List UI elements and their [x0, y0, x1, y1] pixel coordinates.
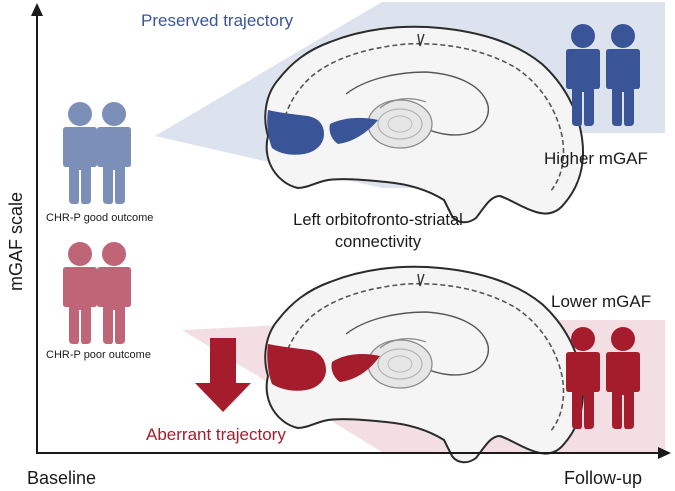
x-axis-start-label: Baseline [27, 468, 96, 488]
higher-mgaf-label: Higher mGAF [544, 149, 648, 168]
down-arrow-icon [195, 338, 251, 412]
brain-caption-line2: connectivity [335, 233, 422, 251]
good-outcome-people-icon [63, 102, 131, 204]
x-axis-end-label: Follow-up [564, 468, 642, 488]
lower-mgaf-label: Lower mGAF [551, 292, 651, 311]
y-axis-label: mGAF scale [6, 192, 26, 291]
striatum-region-top [329, 117, 378, 144]
preserved-trajectory-label: Preserved trajectory [141, 11, 294, 30]
aberrant-trajectory-label: Aberrant trajectory [146, 425, 286, 444]
axes [31, 3, 671, 459]
good-outcome-label: CHR-P good outcome [46, 212, 153, 224]
poor-outcome-label: CHR-P poor outcome [46, 349, 151, 361]
brain-top-icon [264, 25, 585, 224]
orbitofrontal-region-top [267, 110, 324, 155]
orbitofrontal-region-bottom [267, 344, 326, 391]
poor-outcome-people-icon [63, 242, 131, 344]
striatum-region-bottom [331, 354, 380, 382]
brain-caption-line1: Left orbitofronto-striatal [293, 211, 463, 229]
brain-bottom-icon [264, 265, 585, 464]
